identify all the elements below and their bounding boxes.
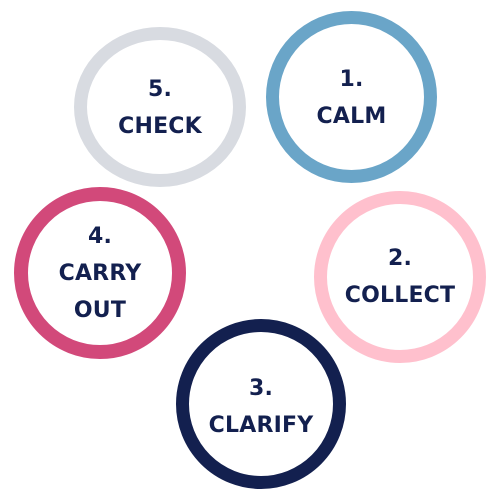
step-number: 3. xyxy=(248,376,274,401)
step-label: COLLECT xyxy=(344,283,456,308)
step-label: CHECK xyxy=(118,114,202,139)
step-1-calm-circle: 1. CALM xyxy=(266,11,437,183)
step-number: 5. xyxy=(147,77,173,102)
step-label-line-1: CARRY xyxy=(58,260,142,286)
step-number: 1. xyxy=(339,67,364,92)
step-3-clarify-circle: 3. CLARIFY xyxy=(176,319,346,489)
step-label-line-2: OUT xyxy=(73,297,127,323)
step-2-collect-circle: 2. COLLECT xyxy=(314,191,486,363)
step-4-carry-out-circle: 4. CARRY OUT xyxy=(14,187,186,359)
step-5-check-circle: 5. CHECK xyxy=(74,27,246,187)
step-number: 4. xyxy=(87,223,113,249)
step-number: 2. xyxy=(387,246,413,271)
step-label: CALM xyxy=(316,104,387,129)
step-label: CLARIFY xyxy=(208,413,314,438)
